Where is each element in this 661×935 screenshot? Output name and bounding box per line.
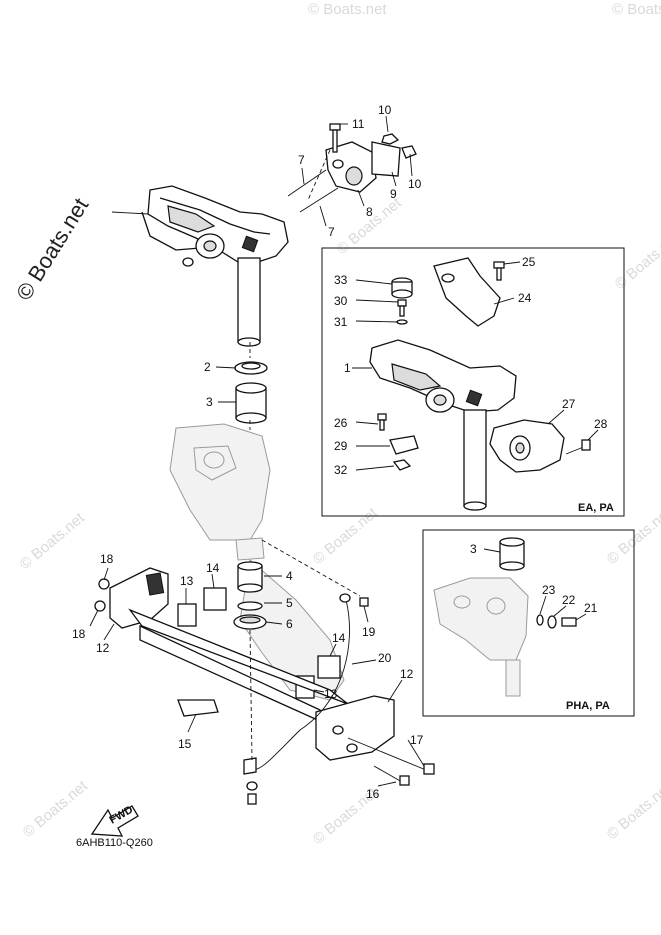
inset-ea-pa: EA, PA <box>321 247 625 517</box>
callout: 16 <box>366 787 380 801</box>
callout: 19 <box>362 625 376 639</box>
callout: 28 <box>594 417 608 431</box>
callout: 25 <box>522 255 536 269</box>
callout: 8 <box>366 205 373 219</box>
watermark: © Boats.net <box>310 504 382 568</box>
callout: 3 <box>470 542 477 556</box>
assembly-lines <box>249 149 361 761</box>
callout: 18 <box>72 627 86 641</box>
inset-frame <box>422 529 635 717</box>
upper-bracket <box>141 123 417 347</box>
inset-pha-pa-tag: PHA, PA <box>566 700 610 712</box>
watermark: © Boats.net <box>17 509 89 573</box>
callouts: 11 10 10 9 8 7 7 2 3 4 5 6 13 14 18 18 1… <box>72 103 608 801</box>
callout: 2 <box>204 360 211 374</box>
callout: 31 <box>334 315 348 329</box>
callout: 23 <box>542 583 556 597</box>
callout: 26 <box>334 416 348 430</box>
callout: 6 <box>286 617 293 631</box>
callout: 20 <box>378 651 392 665</box>
clamp-right <box>315 695 435 786</box>
callout: 21 <box>584 601 598 615</box>
inset-frame <box>321 247 625 517</box>
callout: 32 <box>334 463 348 477</box>
callout: 7 <box>328 225 335 239</box>
inset-pha-pa: PHA, PA <box>422 529 635 717</box>
watermark: © Boats.net <box>604 779 661 843</box>
callout: 9 <box>390 187 397 201</box>
callout: 13 <box>180 574 194 588</box>
callout: 27 <box>562 397 576 411</box>
callout: 10 <box>408 177 422 191</box>
callout: 14 <box>206 561 220 575</box>
watermark: © Boats.net <box>612 229 661 293</box>
callout: 1 <box>344 361 351 375</box>
callout: 24 <box>518 291 532 305</box>
ground-lead <box>177 593 369 805</box>
callout: 17 <box>410 733 424 747</box>
diagram-code: 6AHB110-Q260 <box>76 837 153 849</box>
leader-lines <box>89 115 599 787</box>
watermark: © Boats.net <box>308 1 387 18</box>
callout: 14 <box>332 631 346 645</box>
callout: 3 <box>206 395 213 409</box>
watermark: © Boats.net <box>612 1 661 18</box>
callout: 12 <box>96 641 110 655</box>
watermark: © Boats.net <box>20 777 92 841</box>
inset-ea-pa-tag: EA, PA <box>578 502 614 514</box>
callout: 13 <box>324 687 338 701</box>
callout: 11 <box>352 117 365 131</box>
callout: 18 <box>100 552 114 566</box>
callout: 15 <box>178 737 192 751</box>
fwd-arrow: FWD <box>90 804 139 837</box>
callout: 33 <box>334 273 348 287</box>
callout: 29 <box>334 439 348 453</box>
clamp-left <box>94 567 349 724</box>
bushings <box>234 361 268 424</box>
watermark-main: © Boats.net <box>11 194 93 305</box>
callout: 5 <box>286 596 293 610</box>
callout: 12 <box>400 667 414 681</box>
callout: 22 <box>562 593 576 607</box>
callout: 7 <box>298 153 305 167</box>
callout: 10 <box>378 103 392 117</box>
callout: 4 <box>286 569 293 583</box>
callout: 30 <box>334 294 348 308</box>
